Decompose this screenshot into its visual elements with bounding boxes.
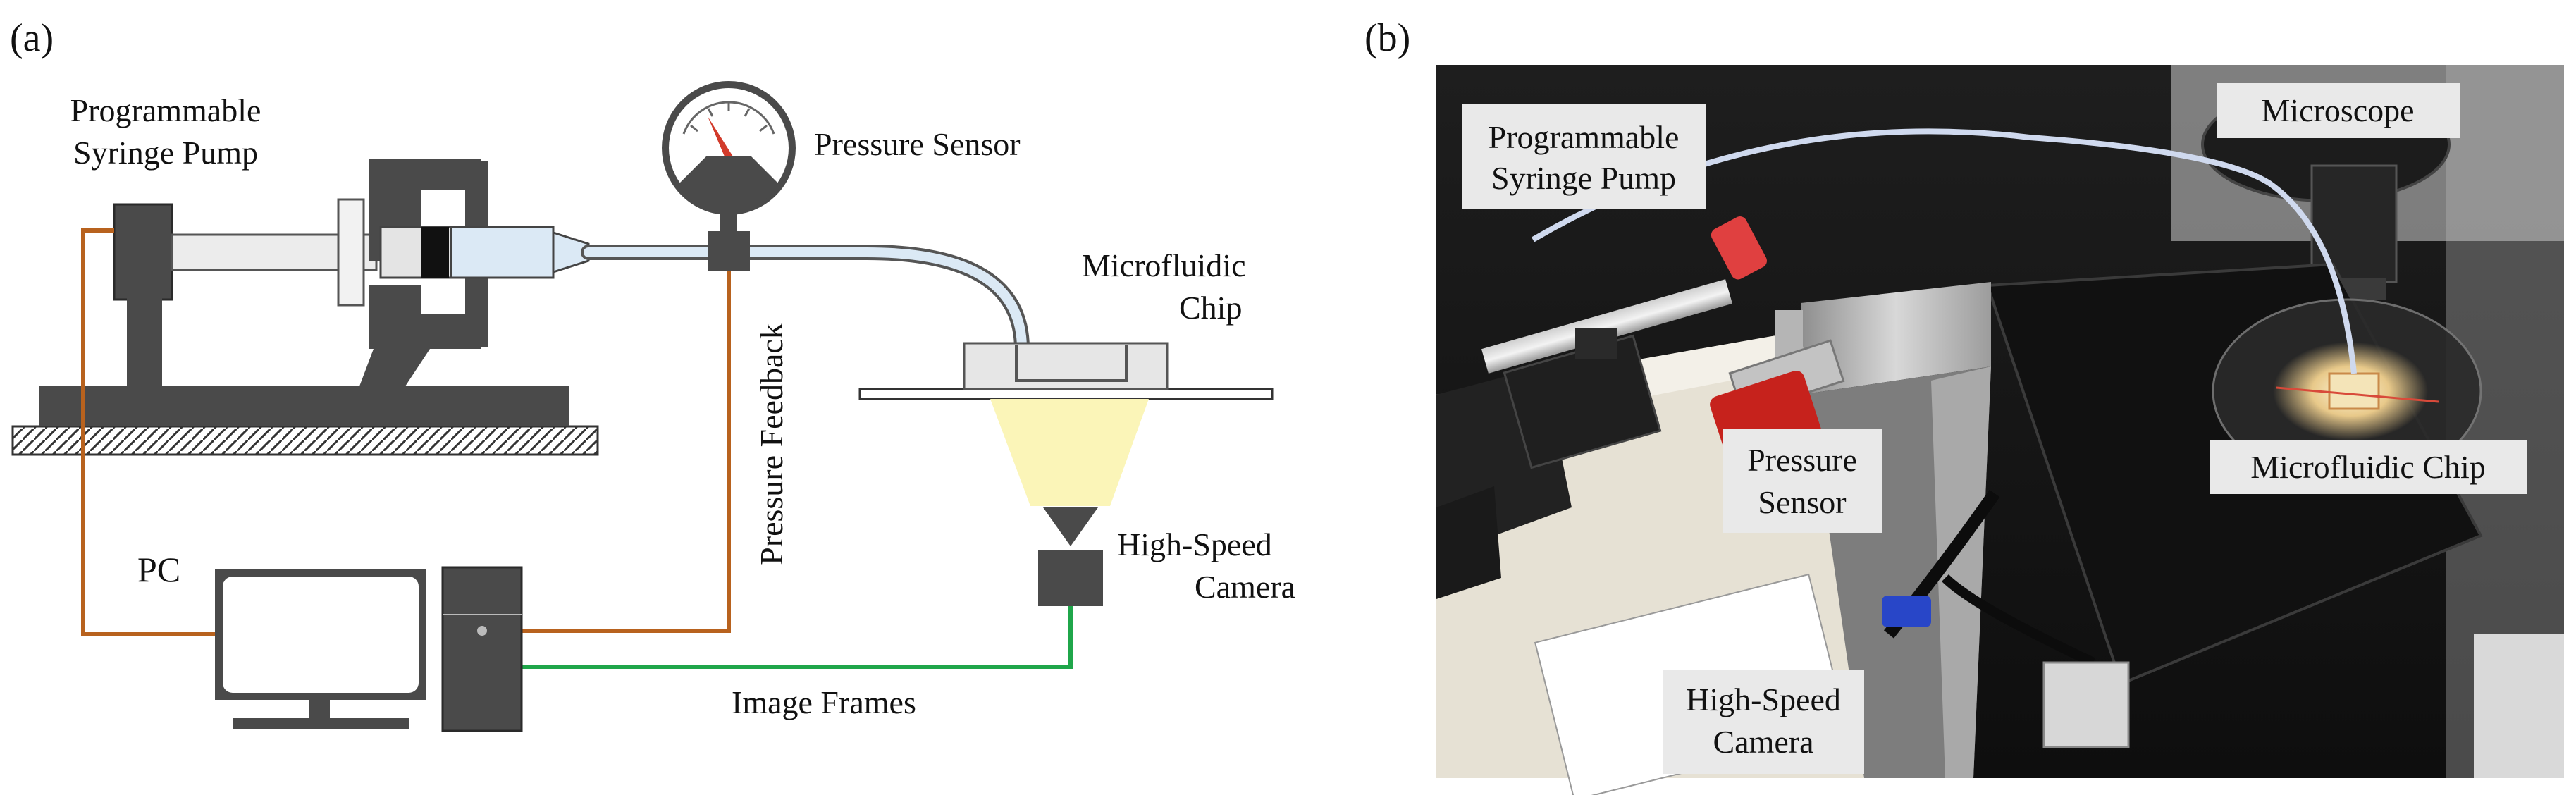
gauge-needle — [708, 116, 733, 156]
camera-lens — [1043, 507, 1098, 546]
label-pressure-feedback: Pressure Feedback — [753, 323, 789, 565]
photo-tubing — [1531, 128, 2357, 374]
schematic-panel: (a) Programmabl — [10, 16, 1295, 732]
label-box-camera — [1663, 670, 1864, 774]
pump-control-wire — [81, 228, 218, 636]
chip-on-stage — [2328, 372, 2380, 410]
high-speed-camera-body — [1038, 550, 1103, 606]
label-chip-line2: Chip — [1179, 290, 1242, 326]
photo-high-speed-camera — [2042, 661, 2130, 748]
label-camera-line2: Camera — [1195, 569, 1295, 605]
photo-label-pump-line2: Syringe Pump — [1491, 160, 1676, 196]
pc-monitor-stand — [233, 718, 409, 729]
label-pump-line2: Syringe Pump — [73, 135, 258, 171]
syringe-holder-leg — [359, 349, 430, 386]
aluminium-rail-side — [1931, 366, 1991, 778]
camera-cable — [1942, 574, 2095, 667]
label-box-microscope — [2217, 83, 2460, 138]
label-pc: PC — [137, 550, 180, 589]
label-box-pump — [1462, 104, 1706, 209]
pump-post — [127, 292, 162, 386]
pump-clamp-knob — [1575, 328, 1617, 359]
chip-stage-slide — [858, 388, 1274, 400]
gauge-tick — [690, 124, 698, 132]
panel-b-tag: (b) — [1364, 16, 1410, 60]
label-box-chip — [2210, 440, 2527, 494]
photo-label-camera-line2: Camera — [1713, 724, 1813, 760]
sensor-tee — [708, 231, 750, 271]
syringe-nozzle — [552, 230, 590, 274]
pressure-feedback-wire — [522, 271, 731, 633]
image-frames-wire — [522, 606, 1073, 669]
setup-photo: (b) Programmable Syringe Pump Microscope — [1364, 16, 2564, 795]
gauge-tick — [744, 108, 751, 117]
pc-power-button — [477, 626, 487, 636]
photo-label-pump-line1: Programmable — [1489, 119, 1680, 155]
photo-label-pressure-line1: Pressure — [1747, 442, 1857, 478]
microfluidic-chip-body — [963, 342, 1169, 390]
photo-label-microscope: Microscope — [2261, 92, 2414, 128]
photo-tubing-clip — [1711, 216, 1767, 280]
aluminium-rail-top — [1801, 282, 1991, 395]
photo-panel: (b) Programmable Syringe Pump Microscope — [1339, 0, 2576, 795]
pump-clamp-block — [1503, 334, 1662, 469]
label-pump-line1: Programmable — [70, 92, 261, 128]
photo-label-chip: Microfluidic Chip — [2250, 449, 2485, 485]
microscope-light-cone — [990, 399, 1149, 506]
chip-wire — [2276, 386, 2439, 403]
pump-base-plate — [39, 386, 569, 426]
pump-motor-block — [113, 203, 173, 301]
label-chip-line1: Microfluidic — [1082, 247, 1246, 283]
pc-monitor-neck — [309, 700, 330, 718]
plunger-flange — [337, 198, 365, 307]
label-image-frames: Image Frames — [732, 684, 916, 720]
gauge-tick — [759, 124, 768, 132]
schematic-diagram: (a) Programmabl — [10, 16, 1295, 732]
label-box-pressure-sensor — [1723, 429, 1882, 533]
tubing-fluid — [584, 247, 1027, 354]
microscope-base-right — [2474, 634, 2564, 778]
ground-hatch — [11, 425, 599, 456]
photo-label-camera-line1: High-Speed — [1686, 682, 1841, 717]
photo-label-pressure-line2: Sensor — [1758, 484, 1846, 520]
chip-channel — [1015, 345, 1128, 382]
pc-tower — [441, 566, 523, 732]
blue-connector — [1882, 596, 1931, 627]
syringe-plunger-head — [421, 227, 449, 278]
pump-front-knob — [1436, 486, 1501, 599]
gauge-dial-lower-fill — [678, 156, 779, 211]
label-pressure-sensor: Pressure Sensor — [814, 126, 1021, 162]
syringe-fluid — [450, 226, 555, 279]
pc-monitor-screen — [223, 577, 419, 693]
panel-a-tag: (a) — [10, 16, 54, 60]
label-camera-line1: High-Speed — [1117, 526, 1272, 562]
gauge-tick — [707, 108, 714, 117]
photo-syringe-barrel — [1481, 279, 1732, 374]
syringe-holder-bottom — [369, 285, 421, 349]
